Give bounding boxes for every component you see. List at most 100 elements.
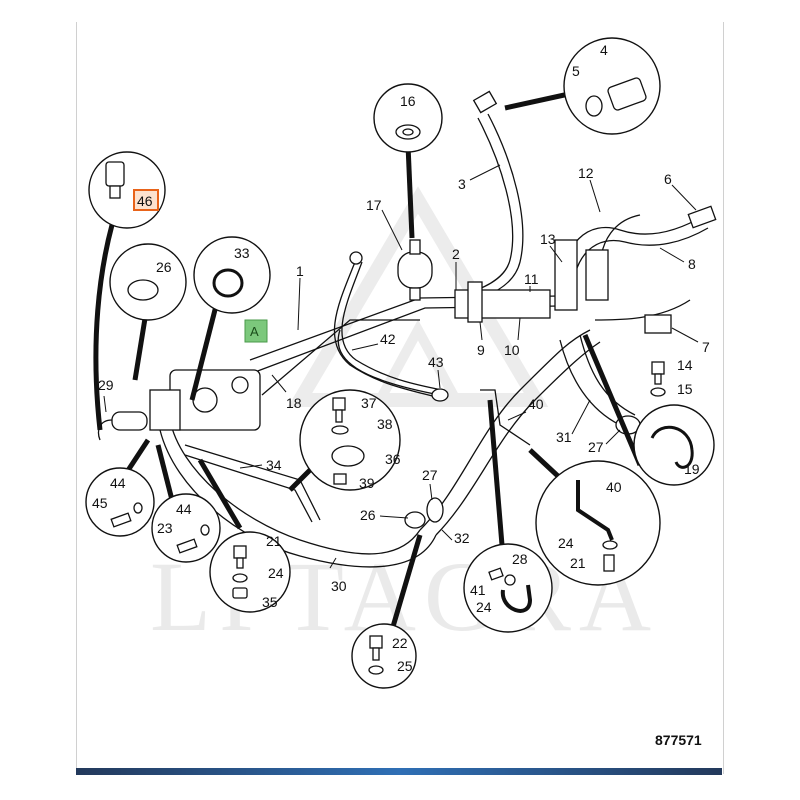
bolt-23: [176, 538, 198, 554]
clip-19: [650, 425, 694, 469]
callout-circle-44a: [85, 467, 155, 537]
label-30: 30: [331, 578, 347, 594]
hose-32-outer: [435, 341, 601, 536]
label-16: 16: [400, 93, 416, 109]
screw-22: [369, 635, 383, 649]
fitting-7: [644, 314, 672, 334]
lead-8: [659, 247, 685, 263]
lead-18: [271, 374, 287, 393]
accumulator-body: [397, 251, 433, 289]
hose-42: [333, 261, 441, 399]
lead-40a: [507, 411, 527, 421]
label-7: 7: [702, 339, 710, 355]
callout-circle-21a: [209, 531, 291, 613]
valve-12: [585, 249, 609, 301]
pump-inlet-29: [111, 411, 148, 431]
hose-3: [459, 117, 514, 296]
label-2: 2: [452, 246, 460, 262]
bolt-45: [110, 512, 132, 528]
screw-14: [651, 361, 665, 375]
hose-30-outer: [159, 429, 437, 568]
label-27a: 27: [422, 467, 438, 483]
label-1: 1: [296, 263, 304, 279]
adapter-4: [607, 77, 647, 111]
label-31: 31: [556, 429, 572, 445]
label-42: 42: [380, 331, 396, 347]
marker-a-box: [244, 319, 268, 343]
accumulator-17: [397, 239, 433, 301]
label-6: 6: [664, 171, 672, 187]
label-33: 33: [234, 245, 250, 261]
part-labels: 1 2 3 4 5 6 7 8 9 10 11 12 13 14 15 16 1…: [92, 42, 710, 674]
washer-44b: [200, 524, 210, 536]
label-38: 38: [377, 416, 393, 432]
washer-24b: [602, 540, 618, 550]
clamp-26: [404, 511, 426, 529]
ring-33: [212, 268, 244, 298]
label-9: 9: [477, 342, 485, 358]
sensor-46-thread: [109, 185, 121, 199]
clamp-26-detail: [127, 279, 159, 301]
washer-38: [331, 425, 349, 435]
callout-seal-16: [373, 83, 443, 153]
hose-8-outer: [571, 227, 709, 301]
callout-bracket-40: [535, 460, 661, 586]
label-24a: 24: [268, 565, 284, 581]
hose-3-outer: [461, 113, 524, 303]
callout-circle-44b: [151, 493, 221, 563]
callout-sensor-46: [88, 151, 166, 229]
label-4: 4: [600, 42, 608, 58]
lead-32: [441, 529, 453, 541]
bracket-34-inner: [184, 454, 313, 523]
label-29: 29: [98, 377, 114, 393]
label-36: 36: [385, 451, 401, 467]
label-25: 25: [397, 658, 413, 674]
sensor-46: [105, 161, 125, 187]
label-34: 34: [266, 457, 282, 473]
manifold-collar-9: [467, 281, 483, 323]
lead-34: [239, 464, 263, 469]
callout-circle-33: [193, 236, 271, 314]
washer-25: [368, 665, 384, 675]
label-32: 32: [454, 530, 470, 546]
bracket-40-detail: [576, 480, 614, 541]
callout-clamp-36: [299, 389, 401, 491]
label-23: 23: [157, 520, 173, 536]
label-39: 39: [359, 475, 375, 491]
screw-37-shank: [335, 409, 343, 423]
washer-44a: [133, 502, 143, 514]
reference-number: 877571: [655, 732, 702, 748]
marker-a-label: A: [250, 324, 259, 339]
washer-15: [650, 387, 666, 397]
callout-screw-22-25: [351, 623, 417, 689]
label-45: 45: [92, 495, 108, 511]
label-18: 18: [286, 395, 302, 411]
leader-21: [197, 458, 243, 530]
fitting-6: [687, 205, 717, 229]
spacer-35: [232, 587, 248, 599]
callout-circle-22: [351, 623, 417, 689]
screw-37: [332, 397, 346, 411]
callout-bolt-44-45: [85, 467, 155, 537]
label-28: 28: [512, 551, 528, 567]
callout-ring-33: [193, 236, 271, 314]
label-17: 17: [366, 197, 382, 213]
callout-circle-28: [463, 543, 553, 633]
label-15: 15: [677, 381, 693, 397]
washer-24c: [504, 574, 516, 586]
leader-19: [582, 334, 643, 466]
callout-clamp-26: [109, 243, 187, 321]
lead-12: [589, 179, 601, 213]
leader-22: [389, 534, 423, 631]
lead-9: [479, 321, 483, 341]
bolt-41: [488, 567, 504, 581]
hose-31: [559, 339, 621, 426]
marker-a[interactable]: A: [244, 319, 268, 343]
screw-21b: [603, 554, 615, 572]
callout-bolt-44-23: [151, 493, 221, 563]
label-21a: 21: [266, 533, 282, 549]
leader-46: [93, 224, 115, 431]
label-46: 46: [137, 193, 153, 209]
label-26a: 26: [156, 259, 172, 275]
